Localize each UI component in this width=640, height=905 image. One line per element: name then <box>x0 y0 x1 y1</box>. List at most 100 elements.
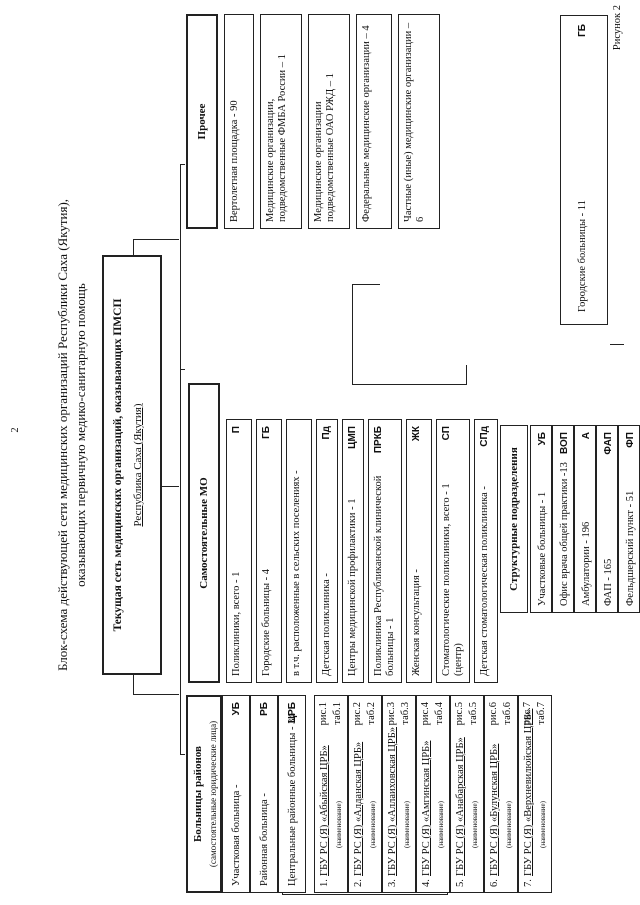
entry-note: (наименование) <box>505 801 513 848</box>
district-hospitals-header: Больницы районов (самостоятельные юридич… <box>186 695 222 893</box>
row-text: Поликлиники, всего - 1 <box>231 571 242 676</box>
entry-table-ref: таб.1 <box>332 702 343 725</box>
connector <box>133 675 135 695</box>
root-box: Текущая сеть медицинских организаций, ок… <box>102 255 162 675</box>
entry-org-name: ГБУ РС (Я) «Аллаиховская ЦРБ» <box>387 726 398 876</box>
structural-row: ФАП - 165 ФАП <box>596 425 618 613</box>
entry-note: (наименование) <box>471 801 479 848</box>
entry-figure-ref: рис.5 <box>454 702 465 726</box>
row-text: Федеральные медицинские организации – 4 <box>361 25 372 222</box>
entry-figure-ref: рис.3 <box>386 702 397 726</box>
entry-number: 7. <box>523 879 534 887</box>
row-text: Медицинские организации, подведомственны… <box>265 54 288 222</box>
row-text: Центральные районные больницы - 34 <box>287 713 298 886</box>
row-code: СП <box>441 426 452 441</box>
structural-header: Структурные подразделения <box>500 425 528 613</box>
row-code: ГБ <box>261 426 272 439</box>
other-title: Прочее <box>196 103 208 140</box>
entry-table-ref: таб.3 <box>400 702 411 725</box>
entry-figure-ref: рис.4 <box>420 702 431 726</box>
connector <box>180 163 185 165</box>
connector <box>133 240 135 255</box>
connector <box>133 238 179 240</box>
other-item: Медицинские организации подведомственные… <box>308 14 350 229</box>
connector <box>180 368 185 370</box>
connector <box>162 485 179 487</box>
row-code: УБ <box>231 702 242 716</box>
independent-row: Женская консультация - ЖК <box>406 419 432 683</box>
entry-figure-ref: рис.1 <box>318 702 329 726</box>
row-text: Детская поликлиника - <box>321 573 332 676</box>
connector <box>180 753 185 755</box>
row-code: ФАП <box>603 432 614 455</box>
other-item: Федеральные медицинские организации – 4 <box>356 14 392 229</box>
page-number: 2 <box>10 427 21 433</box>
district-hospitals-title: Больницы районов <box>192 746 204 842</box>
entry-note: (наименование) <box>335 801 343 848</box>
entry-note: (наименование) <box>369 801 377 848</box>
connector <box>610 343 624 345</box>
row-text: ФАП - 165 <box>603 558 614 606</box>
entry-table-ref: таб.2 <box>366 702 377 725</box>
row-code: ПРКБ <box>373 426 384 454</box>
entry-number: 6. <box>489 879 500 887</box>
row-code: ЦРБ <box>287 702 298 724</box>
entry-figure-ref: рис.7 <box>522 702 533 726</box>
entry-note: (наименование) <box>539 801 547 848</box>
independent-mo-header: Самостоятельные МО <box>188 383 220 683</box>
connector <box>352 283 380 285</box>
diagram-title-line2: оказывающих первичную медико-санитарную … <box>73 283 88 587</box>
entry-number: 1. <box>319 879 330 887</box>
district-type-row: Районная больница -РБ <box>250 695 278 893</box>
connector <box>352 383 467 385</box>
entry-number: 4. <box>421 879 432 887</box>
row-code: ФП <box>625 432 636 448</box>
row-text: Участковая больница - <box>231 784 242 887</box>
connector <box>133 693 179 695</box>
entry-table-ref: таб.6 <box>502 702 513 725</box>
entry-org-name: ГБУ РС (Я) «Анабарская ЦРБ» <box>455 737 466 876</box>
crb-entry: 4.ГБУ РС (Я) «Амгинская ЦРБ»(наименовани… <box>416 695 450 893</box>
independent-row: Поликлиника Республиканской клинической … <box>368 419 402 683</box>
row-code: УБ <box>537 432 548 446</box>
entry-number: 5. <box>455 879 466 887</box>
entry-note: (наименование) <box>437 801 445 848</box>
row-text: Частные (иные) медицинские организации –… <box>403 22 426 222</box>
row-code: Пд <box>321 426 332 440</box>
diagram-title-line1: Блок-схема действующей сети медицинских … <box>55 198 70 672</box>
row-text: Городские больницы - 11 <box>577 200 588 312</box>
structural-row: Участковые больницы - 1 УБ <box>530 425 552 613</box>
figure-label: Рисунок 2 <box>612 5 623 51</box>
entry-org-name: ГБУ РС (Я) «Абыйская ЦРБ» <box>319 745 330 876</box>
row-text: Женская консультация - <box>411 569 422 676</box>
row-code: ЦМП <box>347 426 358 449</box>
row-text: Центры медицинской профилактики - 1 <box>347 498 358 676</box>
row-text: Стоматологические поликлиники, всего - 1… <box>441 483 464 676</box>
row-text: Поликлиника Республиканской клинической … <box>373 475 396 676</box>
independent-row: в т.ч. расположенные в сельских поселени… <box>286 419 312 683</box>
crb-entry: 5. ГБУ РС (Я) «Анабарская ЦРБ» (наименован… <box>450 695 484 893</box>
independent-row: Поликлиники, всего - 1 П <box>226 419 252 683</box>
entry-table-ref: таб.7 <box>536 702 547 725</box>
row-code: П <box>231 426 242 434</box>
entry-org-name: ГБУ РС (Я) «Булунская ЦРБ» <box>489 743 500 876</box>
entry-figure-ref: рис.2 <box>352 702 363 726</box>
entry-table-ref: таб.5 <box>468 702 479 725</box>
connector <box>466 365 468 385</box>
row-text: Медицинские организации подведомственные… <box>313 73 336 222</box>
entry-figure-ref: рис.6 <box>488 702 499 726</box>
other-header: Прочее <box>186 14 218 229</box>
row-text: Детская стоматологическая поликлиника - <box>479 486 490 676</box>
crb-entry: 3.ГБУ РС (Я) «Аллаиховская ЦРБ»(наименов… <box>382 695 416 893</box>
row-text: Офис врача общей практики -13 <box>559 462 570 606</box>
crb-entry: 6. ГБУ РС (Я) «Булунская ЦРБ» (наименовани… <box>484 695 518 893</box>
row-code: ЖК <box>411 426 422 442</box>
crb-entry: 2.ГБУ РС (Я) «Алданская ЦРБ»(наименовани… <box>348 695 382 893</box>
row-text: Участковые больницы - 1 <box>537 491 548 606</box>
